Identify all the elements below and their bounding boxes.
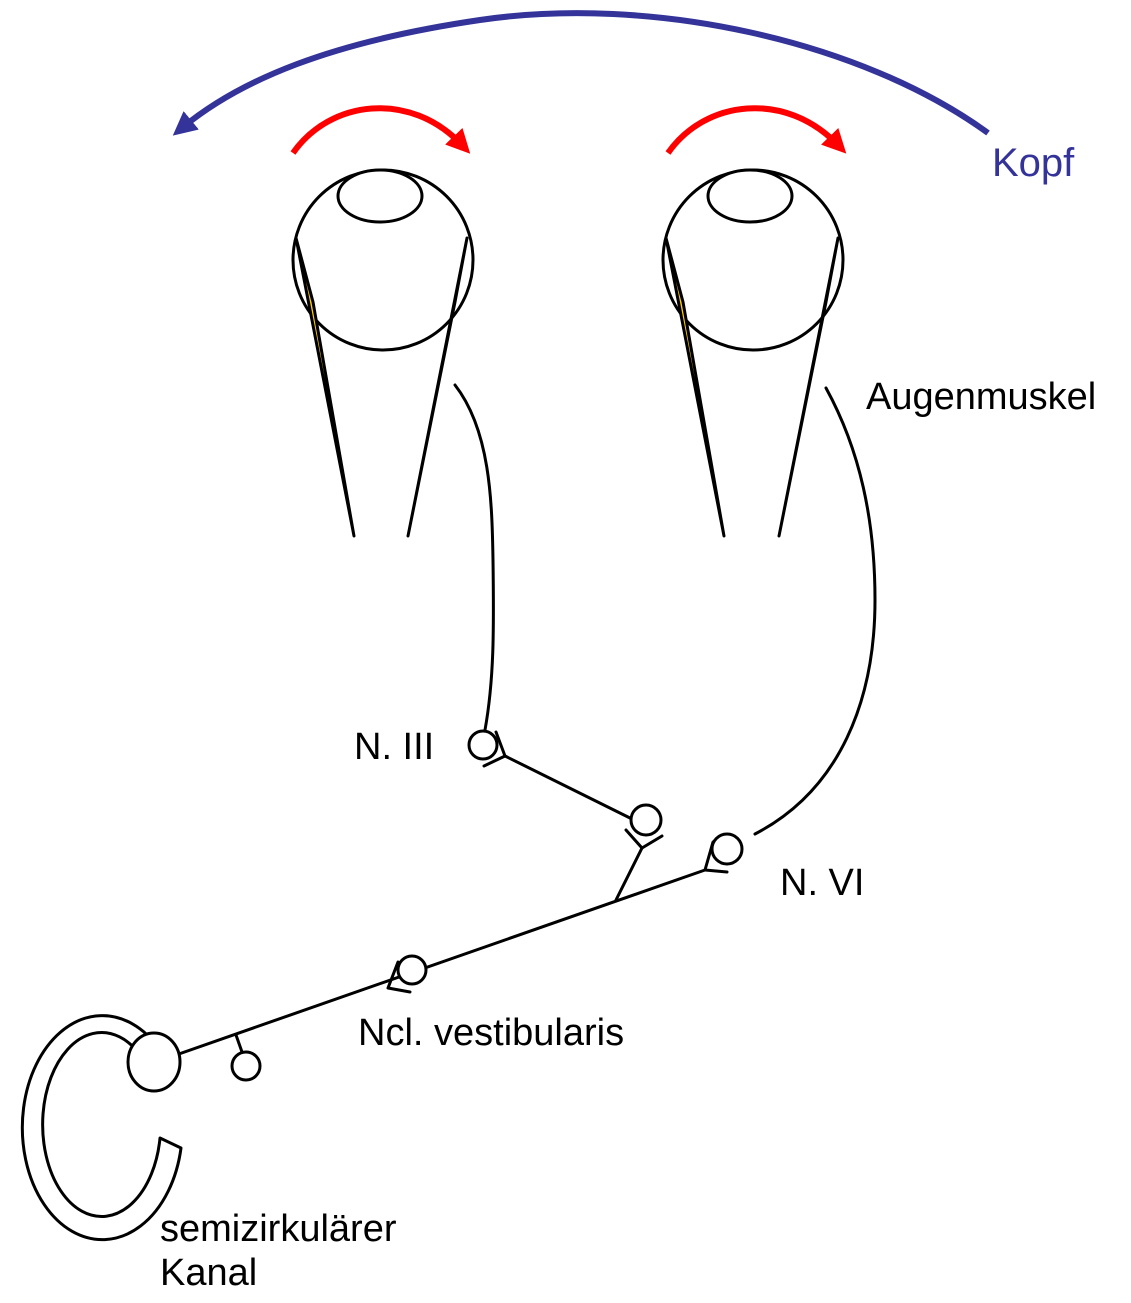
- canal-ampulla: [128, 1033, 180, 1091]
- eye-muscle-label: Augenmuskel: [866, 376, 1096, 420]
- n-vi-fiber: [755, 388, 875, 834]
- left-eye-rotation-arrow: [293, 108, 462, 153]
- left-eye: [293, 170, 473, 536]
- n-iii-fiber: [455, 385, 493, 730]
- ganglion-small-cell: [232, 1052, 260, 1080]
- interneuron: [631, 805, 661, 835]
- canal-label-line-2: Kanal: [160, 1252, 396, 1296]
- semicircular-canal-label: semizirkulärer Kanal: [160, 1208, 396, 1295]
- right-eye-rotation-arrow: [668, 108, 838, 153]
- head-rotation-arrow: [182, 13, 988, 133]
- vestibular-nucleus-label: Ncl. vestibularis: [358, 1012, 624, 1056]
- right-eye: [663, 170, 843, 536]
- head-label: Kopf: [992, 140, 1074, 186]
- vestibular-neuron: [398, 956, 426, 984]
- n-vi-neuron: [712, 834, 742, 864]
- canal-label-line-1: semizirkulärer: [160, 1208, 396, 1252]
- n-vi-label: N. VI: [780, 862, 864, 906]
- n-iii-neuron: [469, 731, 497, 759]
- n-iii-label: N. III: [354, 726, 434, 770]
